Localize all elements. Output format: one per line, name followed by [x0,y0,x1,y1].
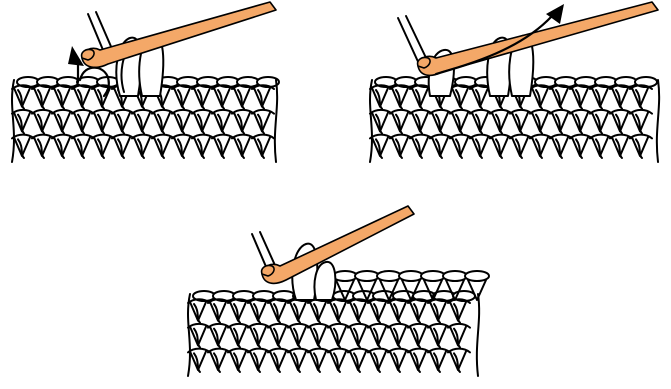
panel-step-2 [370,2,659,162]
panel-step-1 [12,2,279,162]
panel-step-3 [188,206,489,376]
crochet-hook-step-2 [418,2,658,75]
crochet-hook-step-1 [82,2,276,67]
fabric-rows-step-3 [188,291,479,376]
